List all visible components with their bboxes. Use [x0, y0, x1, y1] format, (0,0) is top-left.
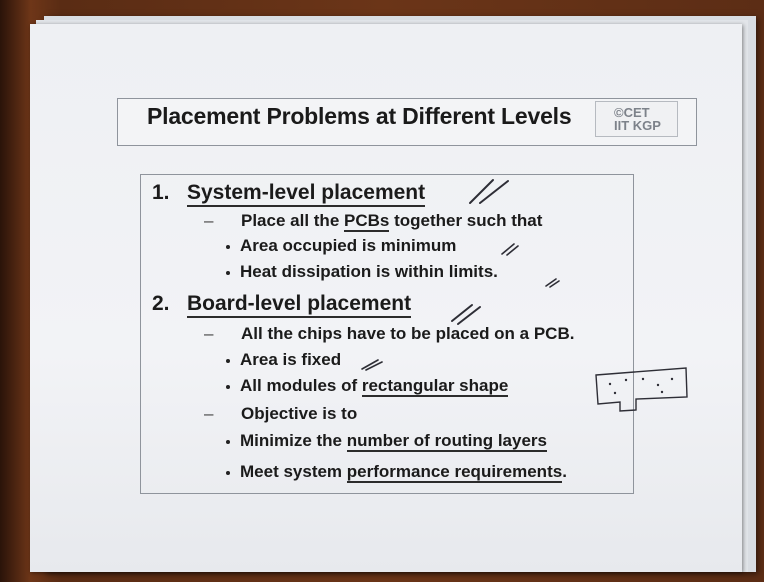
- slide-title: Placement Problems at Different Levels: [147, 103, 572, 129]
- dash-marker: –: [204, 324, 214, 343]
- module-dot: [608, 382, 612, 386]
- bullet-text: .: [562, 462, 567, 481]
- module-dot: [624, 378, 628, 382]
- logo-line1: ©CET: [614, 105, 650, 120]
- tick-mark: [549, 280, 560, 288]
- performance-requirements-underlined: performance requirements: [346, 462, 563, 483]
- logo-line2: IIT KGP: [614, 118, 661, 133]
- item2-subpoint1: All the chips have to be placed on a PCB…: [241, 324, 575, 343]
- item2-heading: Board-level placement: [187, 292, 412, 318]
- double-slash-mark: [479, 180, 509, 204]
- bullet-dot: [226, 359, 230, 363]
- item2-subpoint2: Objective is to: [241, 404, 358, 423]
- module-dot: [641, 377, 645, 381]
- item2-bullet2: All modules of rectangular shape: [240, 376, 509, 397]
- tick-mark: [365, 361, 383, 371]
- item1-number: 1.: [152, 181, 170, 204]
- rectangular-shape-underlined: rectangular shape: [361, 376, 509, 397]
- bullet-text: Meet system: [240, 462, 347, 481]
- tick-mark: [361, 359, 379, 370]
- pcbs-underlined: PCBs: [344, 211, 390, 232]
- institute-logo: ©CET IIT KGP: [595, 101, 678, 137]
- bullet-text: All modules of: [240, 376, 362, 395]
- bullet-text: Minimize the: [240, 431, 347, 450]
- routing-layers-underlined: number of routing layers: [346, 431, 547, 452]
- module-dot: [670, 377, 674, 381]
- item1-heading: System-level placement: [187, 181, 426, 207]
- bullet-dot: [226, 271, 230, 275]
- bullet-dot: [226, 471, 230, 475]
- subpoint-text: Place all the: [241, 211, 344, 230]
- item1-bullet1: Area occupied is minimum: [240, 236, 457, 255]
- item2-bullet1: Area is fixed: [240, 350, 342, 369]
- bullet-dot: [226, 440, 230, 444]
- dash-marker: –: [204, 404, 214, 423]
- module-dot: [656, 383, 660, 387]
- tick-mark: [545, 278, 557, 287]
- item2-number: 2.: [152, 292, 170, 315]
- module-dot: [660, 390, 664, 394]
- bullet-dot: [226, 385, 230, 389]
- tick-mark: [506, 245, 519, 256]
- subpoint-text: together such that: [389, 211, 543, 230]
- content-box: [140, 174, 634, 494]
- item1-subpoint: Place all the PCBs together such that: [241, 211, 543, 232]
- bullet-dot: [226, 245, 230, 249]
- item2-bullet3: Minimize the number of routing layers: [240, 431, 547, 452]
- board-outline-sketch: [595, 367, 688, 412]
- tick-mark: [501, 243, 515, 255]
- item1-bullet2: Heat dissipation is within limits.: [240, 262, 498, 281]
- double-slash-mark: [469, 179, 494, 204]
- double-slash-mark: [451, 304, 473, 322]
- item2-bullet4: Meet system performance requirements.: [240, 462, 567, 483]
- double-slash-mark: [457, 306, 481, 325]
- module-dot: [613, 391, 617, 395]
- dash-marker: –: [204, 211, 214, 230]
